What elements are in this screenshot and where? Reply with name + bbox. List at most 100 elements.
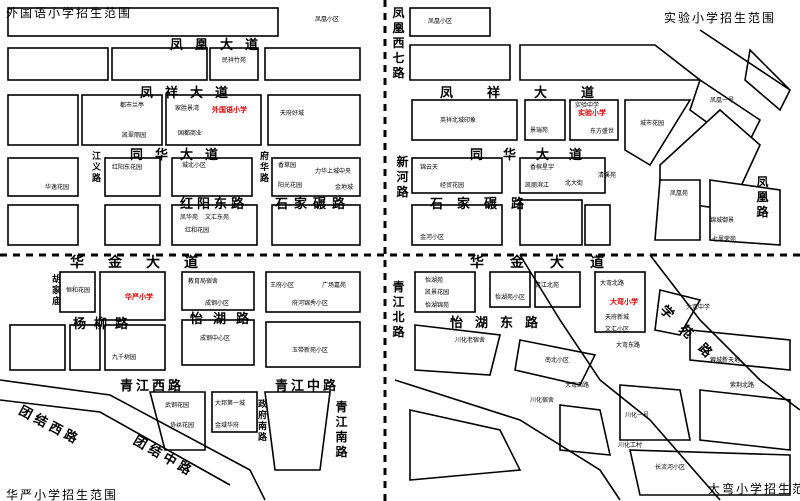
block: [534, 271, 581, 308]
block: [7, 94, 79, 146]
road-jiangyi: 江义路: [91, 152, 101, 184]
block: [59, 271, 96, 313]
road-huajin-east: 华金大道: [470, 255, 630, 271]
road-yihu-east: 怡湖东路: [450, 316, 551, 331]
block: [409, 409, 522, 481]
place-label: 玉带新苑小区: [292, 347, 329, 354]
road-qingjiang-e: [394, 379, 621, 501]
road-tonghua: 同华大道: [130, 148, 231, 163]
block: [624, 99, 692, 167]
road-xiangfeng: 凤祥大道: [140, 86, 241, 101]
place-label: 凯丽滨江: [525, 182, 550, 189]
block: [628, 449, 791, 496]
block: [181, 271, 255, 311]
place-label: 东方盛世: [590, 128, 615, 135]
block: [211, 391, 258, 433]
block: [104, 324, 166, 371]
place-label: 大弯北路: [600, 280, 625, 287]
block: [104, 204, 161, 246]
place-label: 金地城: [335, 184, 354, 191]
block: [7, 47, 109, 81]
place-label: 大弯东路: [616, 342, 641, 349]
place-label: 凤华苑: [180, 214, 199, 221]
school-waiguoyu: 外国语小学: [212, 106, 247, 114]
school-dawan: 大弯小学: [610, 298, 638, 306]
block: [519, 199, 583, 246]
place-label: 蓉城新天地: [710, 357, 741, 364]
place-label: 紫荆北路: [730, 382, 755, 389]
road-fenghuang-e: [649, 254, 800, 411]
place-label: 实验中学: [575, 102, 600, 109]
school-shiyan: 实验小学: [578, 109, 606, 117]
place-label: 北大街: [565, 180, 584, 187]
place-label: 凤凰小区: [428, 18, 453, 25]
place-label: 经贸花园: [440, 182, 465, 189]
road-qingjiang-north: 青江北路: [392, 280, 405, 339]
block: [414, 271, 476, 313]
place-label: 怡湖锦苑: [425, 302, 450, 309]
place-label: 凤凰小区: [315, 16, 340, 23]
block: [619, 384, 691, 441]
road-qingjiang-mid: 青江中路: [275, 379, 340, 394]
place-label: 力华上城中央: [315, 168, 352, 175]
block: [7, 157, 79, 197]
place-label: 凤凰一号: [710, 97, 735, 104]
place-label: 协丝花园: [170, 422, 195, 429]
place-label: 怡湖苑: [425, 277, 444, 284]
place-label: 恒和花园: [66, 287, 91, 294]
title-top-right: 实验小学招生范围: [664, 11, 777, 25]
place-label: 红阳东花园: [112, 164, 143, 171]
place-label: 文汇东苑: [205, 214, 230, 221]
block: [267, 94, 361, 146]
block: [171, 157, 253, 197]
place-label: 锦城御景: [710, 217, 735, 224]
block: [271, 157, 361, 197]
place-label: 怡湖苑小区: [495, 294, 526, 301]
place-label: 川化老宿舍: [455, 337, 486, 344]
place-label: 川化工村: [618, 442, 643, 449]
block: [409, 7, 491, 37]
block: [9, 324, 66, 371]
title-bottom-right: 大弯小学招生范围: [708, 482, 800, 496]
block: [744, 48, 791, 112]
title-top-left: 外国语小学招生范围: [6, 6, 133, 20]
road-ne-diag: [699, 29, 791, 91]
block: [584, 204, 611, 246]
road-qingjiang-south: 青江南路: [335, 400, 348, 459]
block: [104, 157, 161, 197]
place-label: 成钢小区: [205, 300, 230, 307]
block: [111, 47, 208, 81]
road-xuefu: [519, 254, 721, 501]
place-label: 大弯中学: [686, 304, 711, 311]
place-label: 九千树园: [112, 354, 137, 361]
school-huayan: 华严小学: [125, 293, 153, 301]
block: [165, 94, 262, 146]
block: [7, 204, 79, 246]
road-yihu: 怡湖路: [190, 312, 260, 327]
place-label: 七里荣苑: [712, 236, 737, 243]
place-label: 英祥北城印象: [440, 117, 477, 124]
block: [265, 271, 361, 313]
block: [519, 44, 703, 81]
road-hujia: 胡家庙: [51, 275, 61, 307]
place-label: 城市花园: [640, 120, 665, 127]
place-label: 天府新城: [605, 314, 630, 321]
block: [409, 44, 511, 81]
place-label: 大邦第一城: [215, 400, 246, 407]
place-label: 南北小区: [545, 357, 570, 364]
block: [411, 99, 518, 141]
place-label: 城北小区: [182, 162, 207, 169]
place-label: 金河小区: [420, 234, 445, 241]
road-xinhe: 新河路: [396, 155, 409, 199]
place-label: 凯景花园: [425, 289, 450, 296]
place-label: 文汇小区: [605, 326, 630, 333]
block: [654, 179, 701, 241]
block: [264, 47, 361, 81]
block: [209, 47, 259, 81]
road-fuhua: 府华路: [259, 152, 269, 184]
place-label: 家胜景湾: [175, 105, 200, 112]
road-fengxiang-east: 凤祥大道: [440, 86, 629, 101]
place-label: 天府好城: [280, 110, 305, 117]
